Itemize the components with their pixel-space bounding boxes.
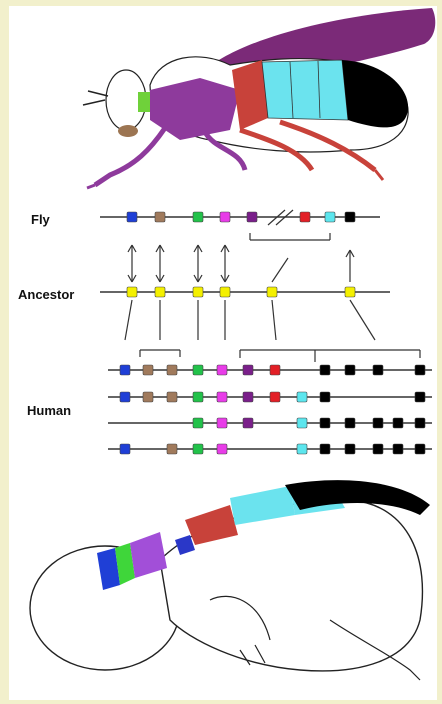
fetus-illustration bbox=[0, 0, 442, 704]
figure: Fly Ancestor Human bbox=[0, 0, 442, 704]
